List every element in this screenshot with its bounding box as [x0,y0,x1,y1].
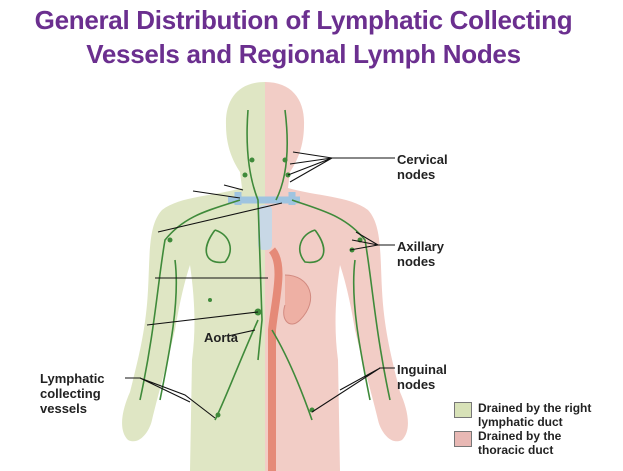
legend-text: lymphatic duct [478,415,563,429]
diagram-title-line1: General Distribution of Lymphatic Collec… [34,5,573,35]
legend-swatch-thoracic [454,431,472,447]
label-line: nodes [397,377,436,392]
label-line: collecting [40,386,101,401]
lymph-vessels [139,109,391,421]
diagram-title-line2: Vessels and Regional Lymph Nodes [86,39,521,69]
legend-item-right-lymphatic: Drained by the right lymphatic duct [478,401,591,429]
label-line: Cervical [397,152,448,167]
label-cervical-nodes: Cervical nodes [397,152,448,182]
aorta-vessel [268,247,283,471]
label-line: Inguinal [397,362,447,377]
label-inguinal-nodes: Inguinal nodes [397,362,447,392]
trachea [258,205,272,250]
label-line: Axillary [397,239,444,254]
label-line: Lymphatic [40,371,105,386]
legend-text: thoracic duct [478,443,554,457]
leader-lines [125,151,395,419]
legend-text: Drained by the right [478,401,592,415]
legend-swatch-right-lymphatic [454,402,472,418]
label-line: vessels [40,401,87,416]
label-lymphatic-collecting-vessels: Lymphatic collecting vessels [40,371,105,416]
stomach [283,274,312,325]
label-axillary-nodes: Axillary nodes [397,239,444,269]
label-line: nodes [397,254,436,269]
label-aorta: Aorta [204,330,238,345]
lymph-nodes [167,157,363,418]
legend-item-thoracic: Drained by the thoracic duct [478,429,561,457]
legend-text: Drained by the [478,429,562,443]
label-line: nodes [397,167,436,182]
